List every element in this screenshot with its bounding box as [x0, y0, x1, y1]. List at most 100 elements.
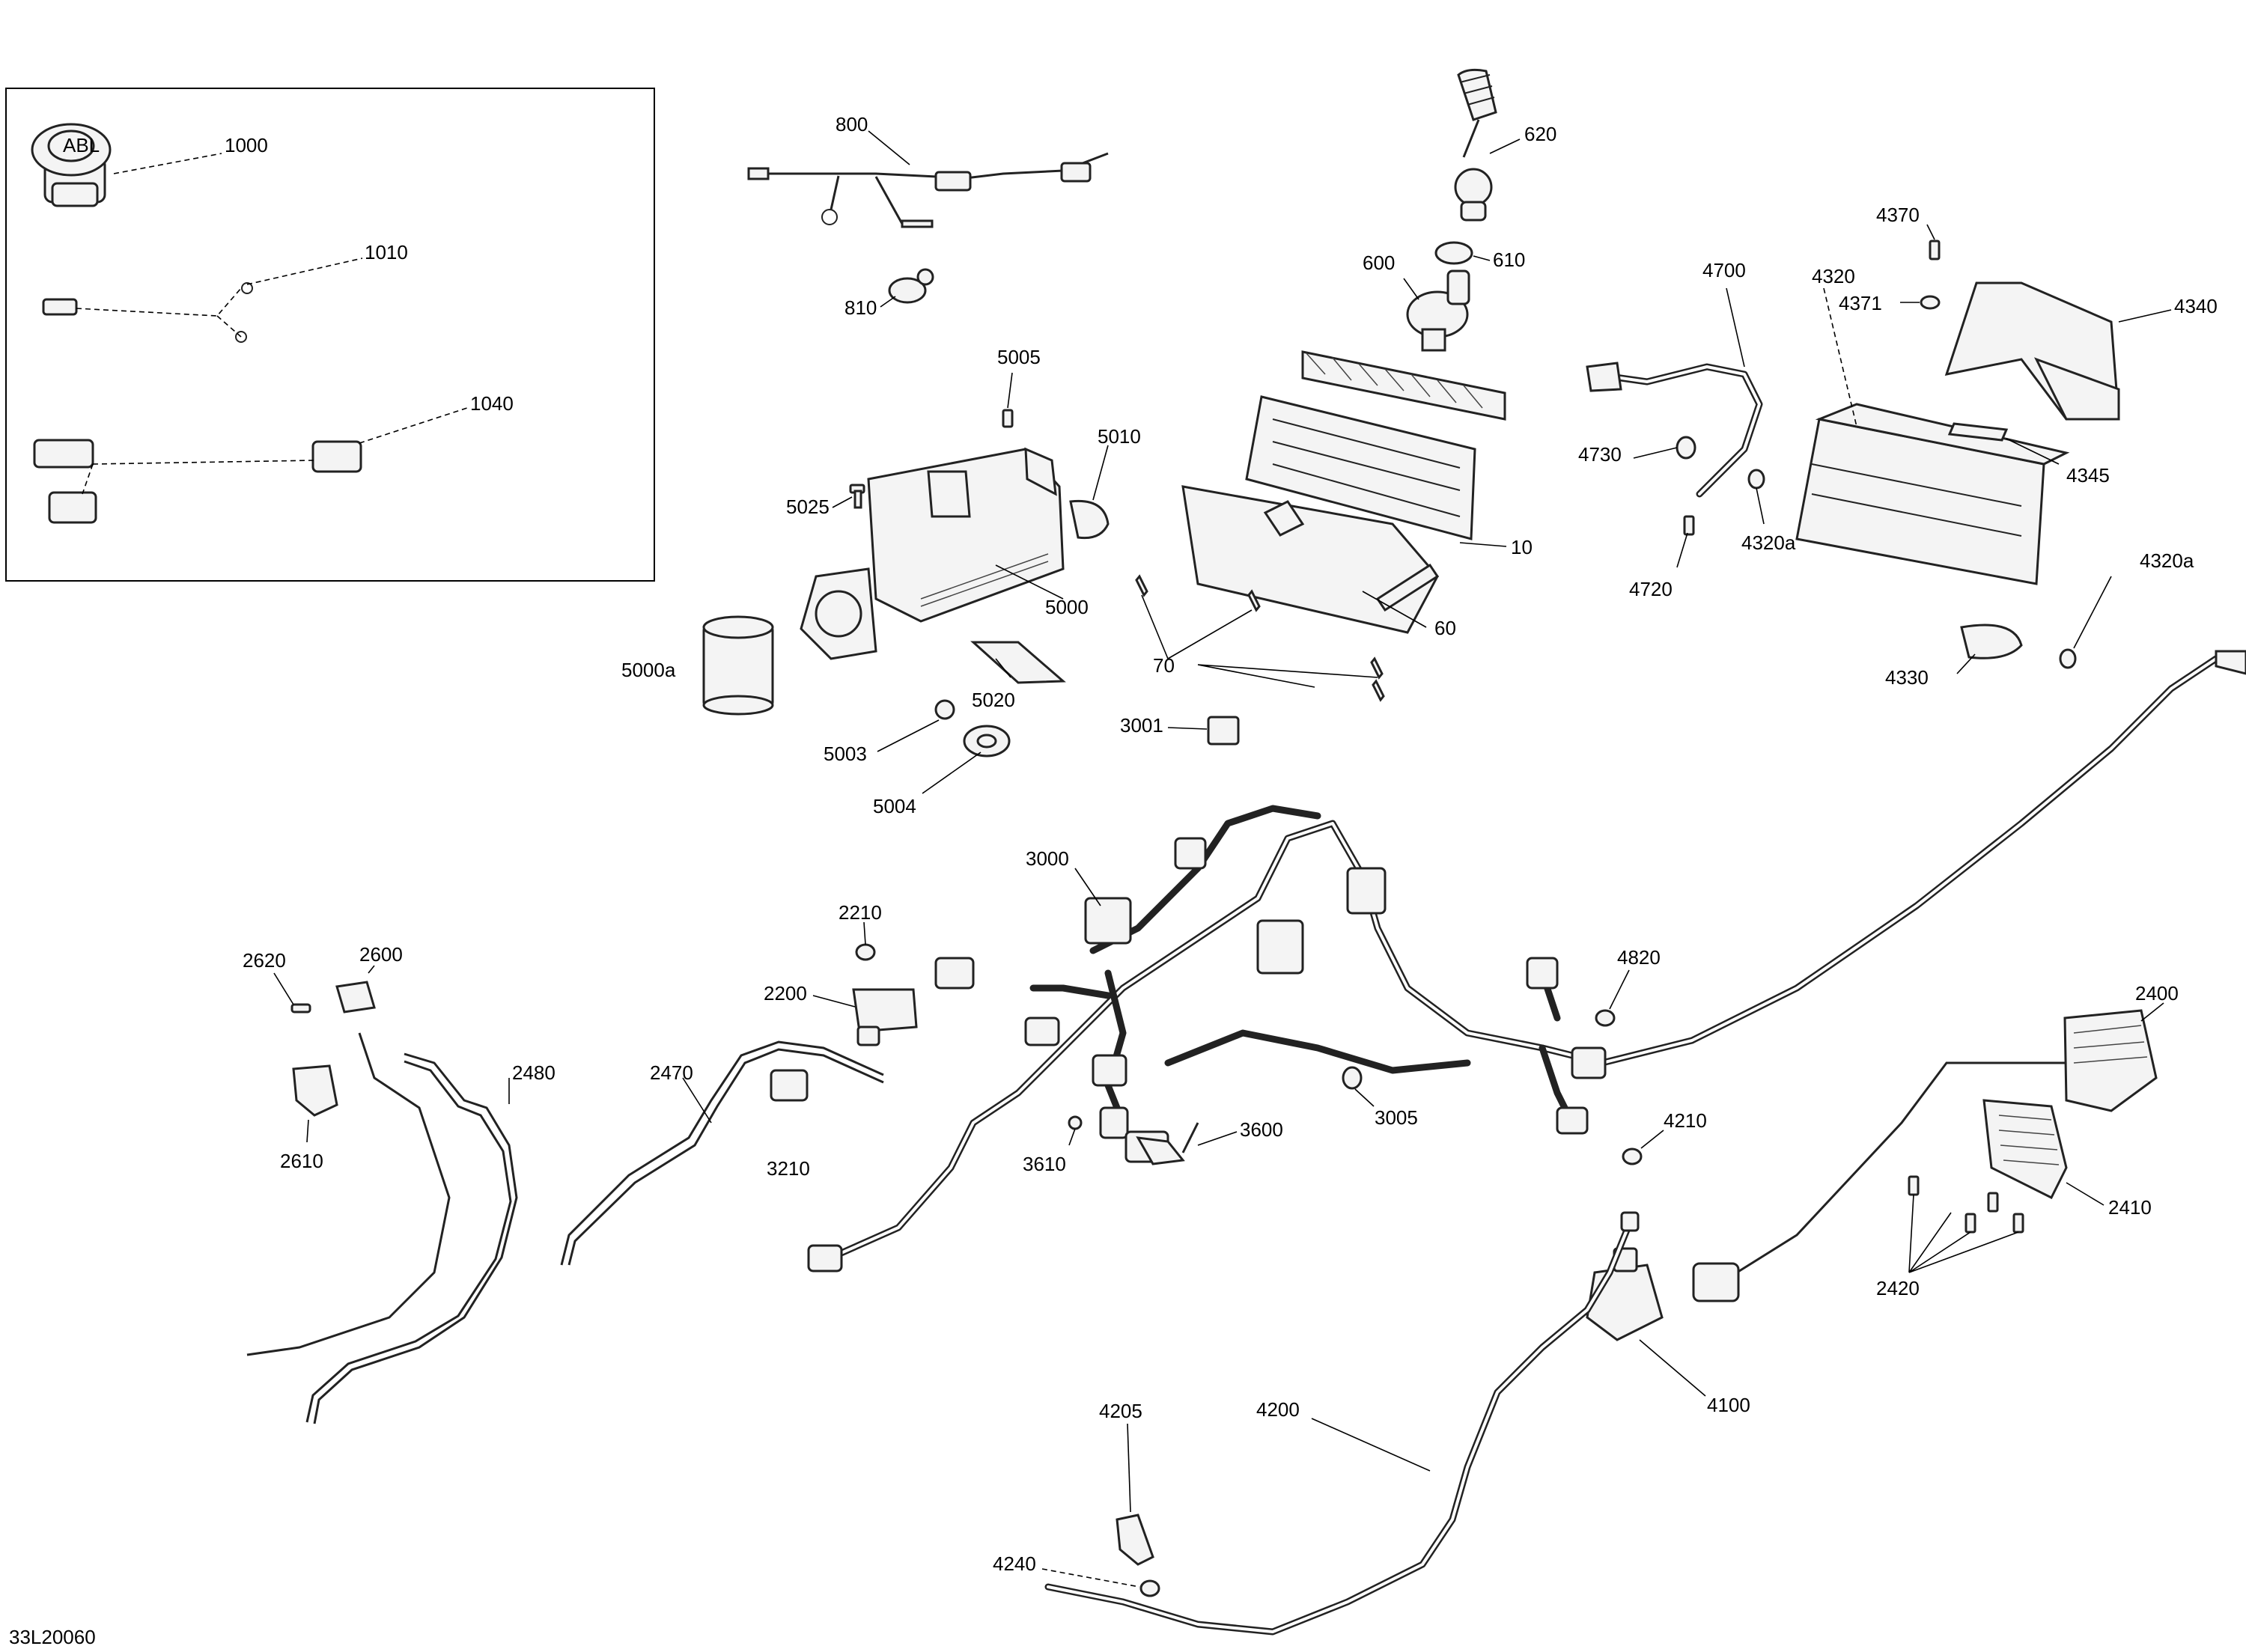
callout-620: 620	[1524, 123, 1556, 145]
grommet-3005-part	[1342, 1066, 1363, 1090]
callout-2200: 2200	[764, 982, 807, 1005]
inset-border	[5, 88, 655, 582]
callout-610: 610	[1493, 249, 1525, 271]
callout-2610: 2610	[280, 1150, 323, 1172]
callout-5000a: 5000a	[621, 659, 676, 681]
callout-2600: 2600	[359, 943, 403, 966]
fuse-box-5000-part	[800, 447, 1065, 660]
callout-4345: 4345	[2066, 464, 2110, 487]
callout-2420: 2420	[1876, 1277, 1920, 1299]
callout-2620: 2620	[243, 949, 286, 972]
cap-810-part	[888, 268, 934, 304]
harness-2480-part	[246, 1032, 518, 1424]
relay-3001-part	[1207, 716, 1240, 746]
callout-4820: 4820	[1617, 946, 1661, 969]
callout-4370: 4370	[1876, 204, 1920, 226]
main-harness-3000-part	[807, 650, 2246, 1272]
connector-1040-part	[33, 439, 362, 524]
accessory-inset: ABL 1000 1010 1040	[5, 88, 655, 582]
cap-4330-part	[1960, 624, 2023, 659]
callout-2400: 2400	[2135, 982, 2179, 1005]
callout-4320a-right: 4320a	[2140, 549, 2194, 572]
gauge-10-part	[1245, 350, 1506, 540]
callout-2410: 2410	[2108, 1196, 2152, 1219]
nut-3610-part	[1068, 1115, 1083, 1130]
callout-4205: 4205	[1099, 1400, 1142, 1422]
callout-4700: 4700	[1702, 259, 1746, 281]
callout-800: 800	[836, 113, 868, 135]
callout-10: 10	[1511, 536, 1533, 558]
nut-4820-part	[1595, 1009, 1616, 1027]
callout-5005: 5005	[997, 346, 1041, 368]
nut-610-part	[1434, 241, 1473, 265]
callout-4320a-left: 4320a	[1741, 531, 1796, 554]
drawing-id: 33L20060	[9, 1626, 96, 1648]
callout-4240: 4240	[993, 1552, 1036, 1575]
callout-1040: 1040	[470, 392, 514, 415]
callout-2210: 2210	[839, 901, 882, 924]
callout-2480: 2480	[512, 1061, 556, 1084]
sensor-2610-part	[292, 1064, 338, 1117]
nut-4320a-part	[1747, 469, 1765, 490]
screw-5025-part	[849, 484, 865, 509]
callout-5003: 5003	[824, 743, 867, 765]
terminal-4205-part	[1116, 1514, 1154, 1566]
nut-2210-part	[855, 943, 876, 961]
callout-5025: 5025	[786, 496, 830, 518]
bolt-4720-part	[1683, 515, 1695, 536]
callout-4340: 4340	[2174, 295, 2218, 317]
svg-text:ABL: ABL	[63, 134, 100, 156]
strip-4345-part	[1947, 422, 2009, 442]
bracket-5020-part	[970, 641, 1066, 684]
harness-2470-part	[560, 1040, 884, 1266]
screws-2420-part	[1908, 1175, 2024, 1234]
sensor-2200-part	[852, 988, 918, 1046]
callout-4320: 4320	[1812, 265, 1855, 287]
callout-3000: 3000	[1026, 847, 1069, 870]
washer-4371-part	[1920, 295, 1941, 310]
filter-5000a-part	[702, 615, 774, 716]
bezel-60-part	[1181, 485, 1440, 634]
sensor-2600-part	[335, 981, 376, 1014]
callout-4330: 4330	[1885, 666, 1929, 689]
callout-4100: 4100	[1707, 1394, 1750, 1416]
nut-4730-part	[1676, 436, 1696, 460]
callout-4371: 4371	[1839, 292, 1882, 314]
pin-2620-part	[290, 1003, 311, 1014]
grommet-5004-part	[963, 725, 1011, 758]
callout-600: 600	[1363, 252, 1395, 274]
nut-4240-part	[1139, 1579, 1160, 1597]
cable-3600-part	[1136, 1122, 1199, 1165]
callout-3600: 3600	[1240, 1118, 1283, 1141]
harness-800-part	[747, 152, 1109, 228]
callout-4720: 4720	[1629, 578, 1673, 600]
callout-5004: 5004	[873, 795, 916, 817]
bolt-5005-part	[1002, 409, 1014, 428]
pigtail-1010-part	[42, 282, 253, 343]
callout-3001: 3001	[1120, 714, 1163, 737]
ecu-2400-part	[1692, 1009, 2158, 1302]
callout-1010: 1010	[365, 241, 408, 263]
key-620-part	[1454, 68, 1497, 222]
callout-1000: 1000	[225, 134, 268, 156]
cable-4700-part	[1586, 362, 1763, 498]
bracket-4340-part	[1944, 281, 2120, 421]
callout-3210: 3210	[767, 1157, 810, 1180]
callout-810: 810	[844, 296, 877, 319]
callout-5010: 5010	[1098, 425, 1141, 448]
callout-70: 70	[1153, 654, 1175, 677]
screws-70-part	[1135, 574, 1385, 702]
sensor-3210-part	[770, 1069, 809, 1102]
callout-4210: 4210	[1664, 1109, 1707, 1132]
clip-5010-part	[1069, 499, 1110, 540]
nut-4210-part	[1622, 1147, 1643, 1165]
callout-5020: 5020	[972, 689, 1015, 711]
switch-600-part	[1406, 269, 1470, 352]
power-outlet-part: ABL	[31, 123, 112, 207]
washer-5003-part	[934, 699, 955, 720]
callout-4730: 4730	[1578, 443, 1622, 466]
callout-3005: 3005	[1375, 1106, 1418, 1129]
callout-5000: 5000	[1045, 596, 1089, 618]
nut-4320a-right-part	[2059, 648, 2077, 669]
